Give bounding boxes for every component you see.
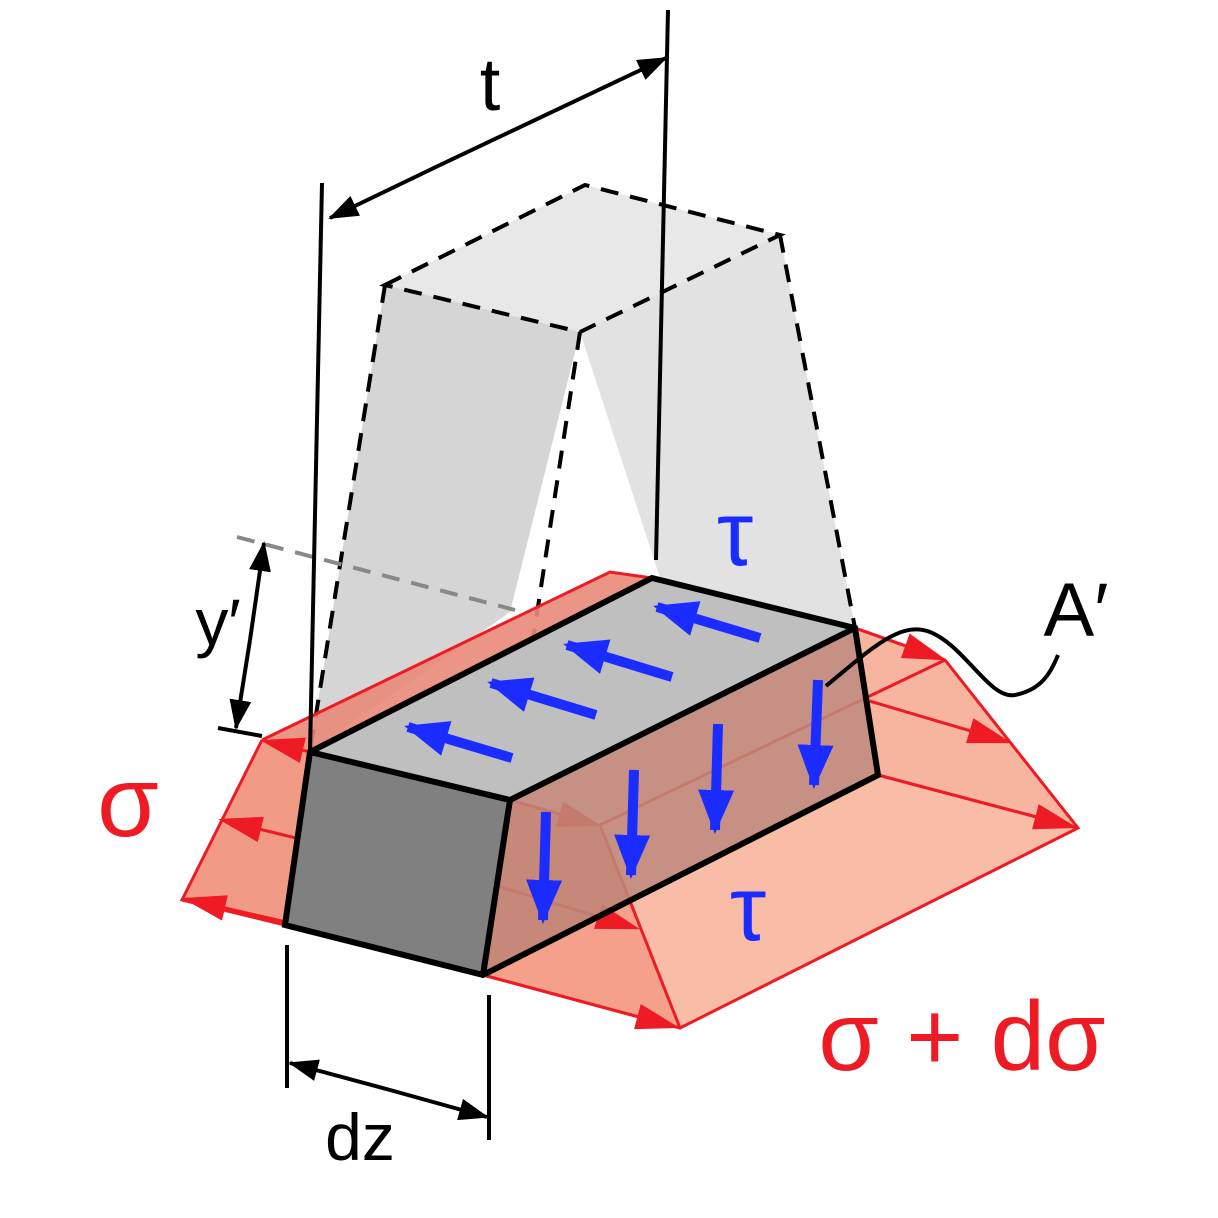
y-prime-dimension xyxy=(217,541,271,738)
thickness-dimension xyxy=(308,9,670,753)
dz-label: dz xyxy=(325,1100,395,1174)
shear-stress-label-top: τ xyxy=(717,483,753,585)
sigma-label: σ xyxy=(97,746,159,858)
shear-stress-label-front: τ xyxy=(730,858,766,960)
area-label: A′ xyxy=(1044,568,1109,653)
thickness-label: t xyxy=(480,43,501,126)
ghost-section-above xyxy=(236,182,857,791)
shear-arrows-side xyxy=(526,679,834,924)
shear-arrows-top xyxy=(404,601,762,763)
y-prime-label: y′ xyxy=(195,585,240,659)
sigma-plus-dsigma-label: σ + dσ xyxy=(818,981,1105,1091)
dz-dimension xyxy=(285,945,491,1140)
area-leader-line xyxy=(824,627,1060,698)
